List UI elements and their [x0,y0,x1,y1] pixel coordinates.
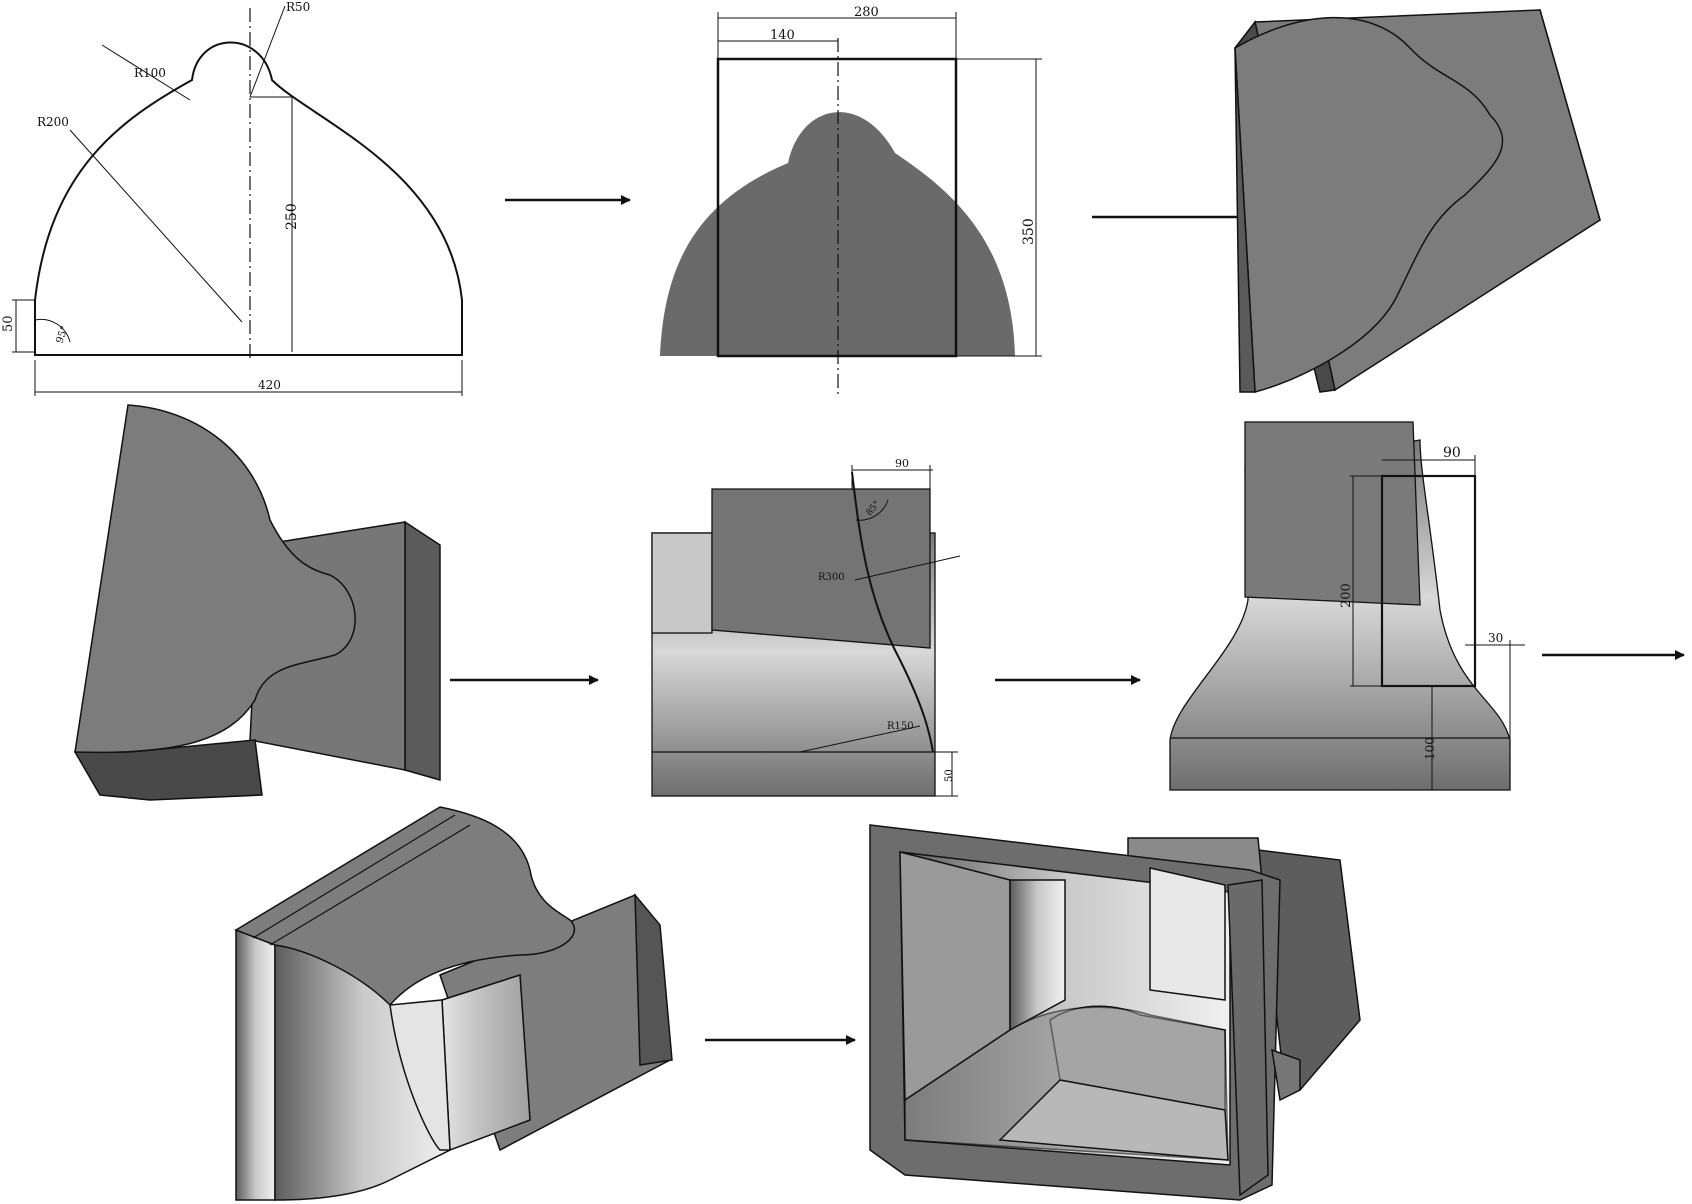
dim-label-pocket-90: 90 [1443,445,1461,461]
leader-r150 [799,725,921,753]
step7-solid [234,806,673,1201]
dim-label-280: 280 [854,5,879,20]
rotated-profile-face [74,404,356,754]
pocket-block-face [1244,421,1421,606]
leader-r200 [69,129,243,323]
step8-final-part [869,824,1361,1201]
dim-label-r300: R300 [818,572,845,583]
dim-label-30: 30 [1488,631,1503,645]
profile-rectangle [716,57,958,358]
dim-label-100: 100 [1423,737,1437,760]
leader-r100 [101,44,191,101]
dim-label-350: 350 [1021,218,1037,245]
leader-r300 [854,555,961,581]
dim-label-50: 50 [1,315,16,332]
dim-label-r150: R150 [887,721,914,732]
step3-extrusion [1234,9,1601,393]
dim-label-side-50: 50 [944,769,955,782]
extruded-profile-face [1234,16,1504,393]
step4-block [73,404,441,801]
side-profile-curve [851,471,934,753]
step5-side-view: 90 85° R300 R150 50 [651,457,961,797]
step2-profile: 280 140 350 [660,5,1042,398]
step1-sketch: 250 R50 R100 R200 50 95° 420 [1,0,463,396]
solid-top-face [234,806,576,1007]
dim-label-90: 90 [895,457,909,470]
final-light-panel [1149,867,1226,1001]
dim-label-r100: R100 [134,66,166,80]
leader-r50 [249,5,286,98]
dim-label-r50: R50 [286,0,310,14]
dim-label-140: 140 [770,28,795,43]
dim-label-420: 420 [258,378,281,392]
sketch-profile-outline [34,41,463,356]
dim-label-r200: R200 [37,115,69,129]
step6-pocket-sketch: 90 200 30 100 [1169,421,1525,791]
dim-label-250: 250 [284,203,300,230]
dim-label-200: 200 [1339,583,1354,608]
pocket-rectangle [1380,474,1477,688]
dim-label-95deg: 95° [54,325,70,345]
